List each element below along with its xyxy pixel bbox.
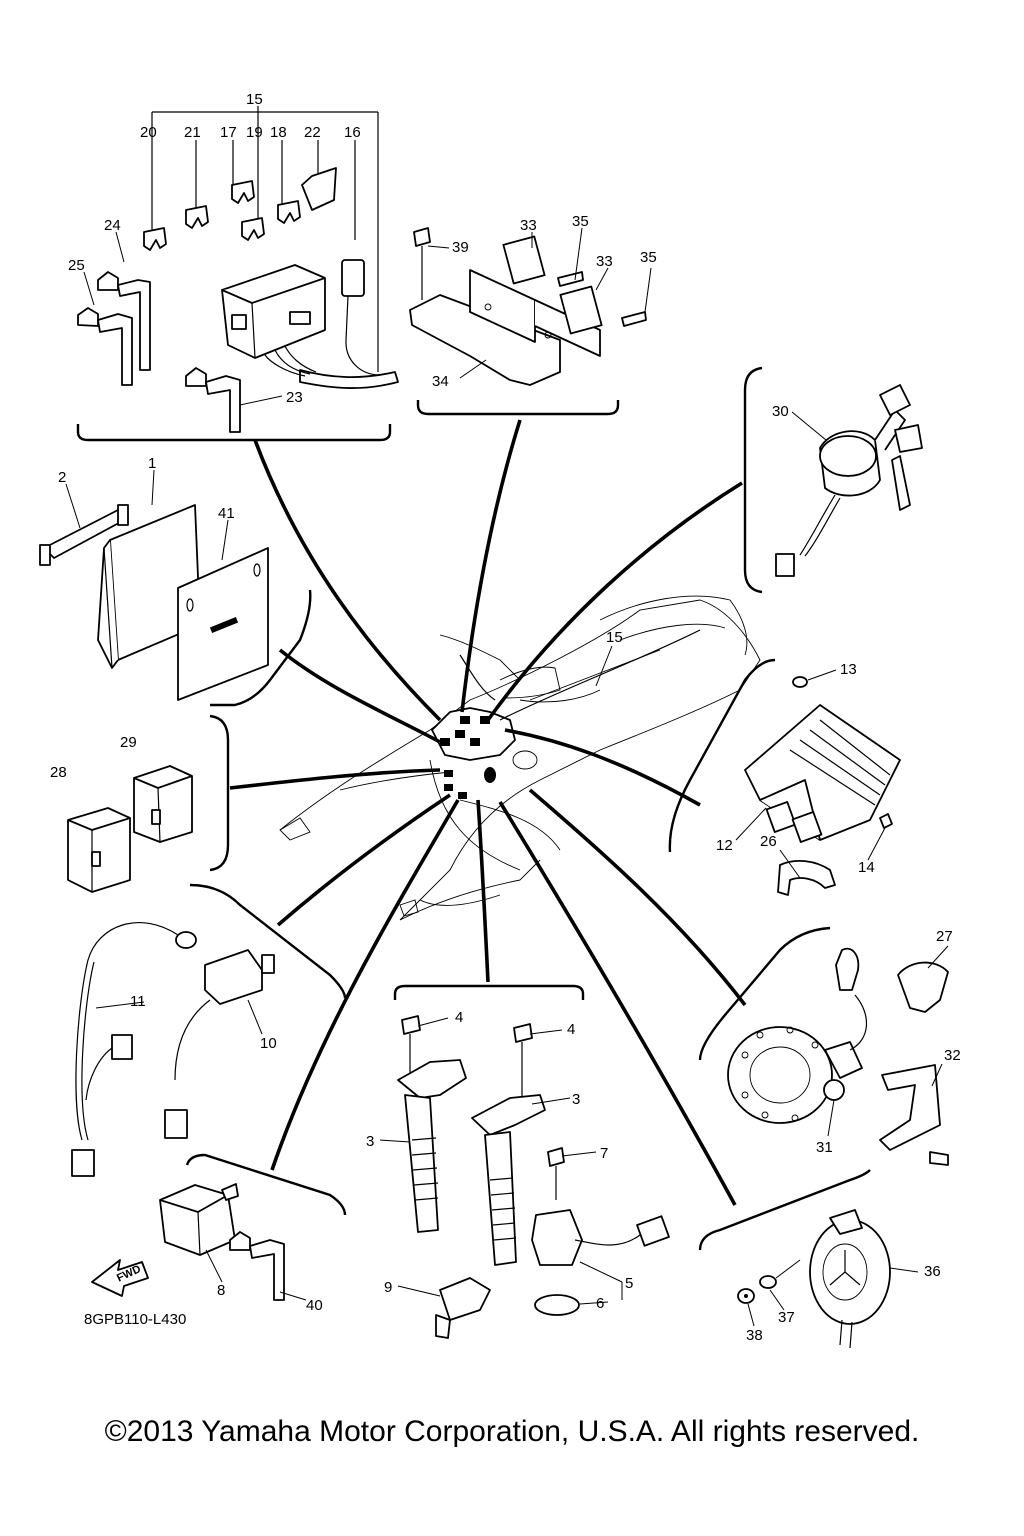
callout-15a: 15	[246, 91, 263, 108]
callout-6: 6	[596, 1295, 604, 1312]
callout-leaders	[65, 227, 949, 1327]
callout-36: 36	[924, 1263, 941, 1280]
callout-18: 18	[270, 124, 287, 141]
callout-23: 23	[286, 389, 303, 406]
callout-32: 32	[944, 1047, 961, 1064]
ecu-group	[39, 504, 269, 701]
callout-10: 10	[260, 1035, 277, 1052]
fuse-box-group	[77, 106, 399, 433]
group-brackets	[76, 366, 871, 1251]
callout-33b: 33	[596, 253, 613, 270]
callout-17: 17	[220, 124, 237, 141]
motorcycle-frame-sketch	[279, 595, 761, 921]
callout-7: 7	[600, 1145, 608, 1162]
sensor-lead-group	[71, 921, 275, 1177]
callout-4a: 4	[455, 1009, 463, 1026]
sensor-switch-group	[737, 1209, 891, 1349]
callout-30: 30	[772, 403, 789, 420]
callout-27: 27	[936, 928, 953, 945]
connector-spokes	[229, 419, 747, 1206]
callout-40: 40	[306, 1297, 323, 1314]
ignition-coil-group	[397, 1015, 670, 1339]
callout-4b: 4	[567, 1021, 575, 1038]
electrical-parts-diagram: 1 2 3 3 4 4 5 6 7 8 9 10 11 12 13 14 15 …	[39, 91, 961, 1349]
callout-2: 2	[58, 469, 66, 486]
callout-1: 1	[148, 455, 156, 472]
copyright-footer: ©2013 Yamaha Motor Corporation, U.S.A. A…	[104, 1415, 920, 1448]
callout-8: 8	[217, 1282, 225, 1299]
callout-31: 31	[816, 1139, 833, 1156]
callout-22: 22	[304, 124, 321, 141]
callout-33a: 33	[520, 217, 537, 234]
relay-group	[67, 765, 193, 893]
callout-11: 11	[130, 993, 146, 1010]
callout-35b: 35	[640, 249, 657, 266]
callout-28: 28	[50, 764, 67, 781]
callout-3a: 3	[366, 1133, 374, 1150]
callout-41: 41	[218, 505, 235, 522]
callout-16: 16	[344, 124, 361, 141]
callout-14: 14	[858, 859, 875, 876]
relay-bracket-group	[409, 227, 647, 386]
callout-37: 37	[778, 1309, 795, 1326]
main-switch-group	[775, 384, 923, 577]
pressure-switch-group	[91, 1183, 285, 1301]
pickup-coil-group	[727, 947, 949, 1166]
callout-35a: 35	[572, 213, 589, 230]
callout-3b: 3	[572, 1091, 580, 1108]
callout-15b: 15	[606, 629, 623, 646]
callout-38: 38	[746, 1327, 763, 1344]
callout-19: 19	[246, 124, 263, 141]
callout-12: 12	[716, 837, 733, 854]
callout-5: 5	[625, 1275, 633, 1292]
drawing-code: 8GPB110-L430	[84, 1311, 186, 1328]
callout-21: 21	[184, 124, 201, 141]
callout-29: 29	[120, 734, 137, 751]
rectifier-group	[744, 676, 901, 896]
callout-9: 9	[384, 1279, 392, 1296]
callout-24: 24	[104, 217, 121, 234]
callout-26: 26	[760, 833, 777, 850]
callout-34: 34	[432, 373, 449, 390]
callout-20: 20	[140, 124, 157, 141]
callout-labels: 1 2 3 3 4 4 5 6 7 8 9 10 11 12 13 14 15 …	[50, 91, 961, 1344]
callout-25: 25	[68, 257, 85, 274]
callout-13: 13	[840, 661, 857, 678]
callout-39: 39	[452, 239, 469, 256]
